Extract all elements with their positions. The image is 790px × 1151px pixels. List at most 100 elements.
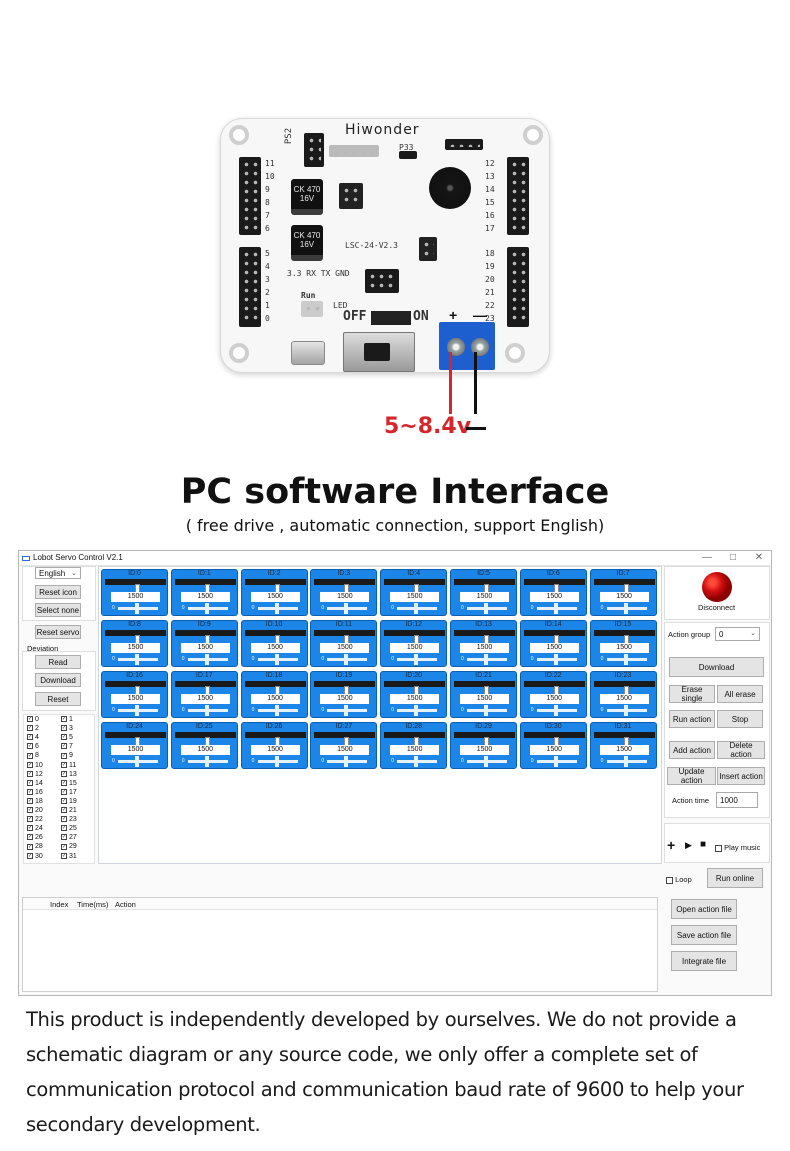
servo-position-slider[interactable]	[384, 732, 446, 751]
servo-value[interactable]: 1500	[529, 592, 579, 602]
servo-checkbox[interactable]: ✓3	[61, 725, 73, 733]
servo-position-slider[interactable]	[523, 579, 585, 598]
servo-value[interactable]: 1500	[529, 694, 579, 704]
servo-checkbox[interactable]: ✓5	[61, 734, 73, 742]
servo-checkbox[interactable]: ✓12	[27, 771, 43, 779]
save-action-file-button[interactable]: Save action file	[671, 925, 737, 945]
servo-value[interactable]: 1500	[250, 592, 300, 602]
servo-checkbox[interactable]: ✓25	[61, 825, 77, 833]
column-time[interactable]: Time(ms)	[77, 900, 109, 909]
servo-position-slider[interactable]	[454, 579, 515, 598]
all-erase-button[interactable]: All erase	[717, 685, 763, 703]
deviation-slider-thumb[interactable]	[204, 654, 209, 665]
deviation-slider-thumb[interactable]	[623, 705, 628, 716]
deviation-slider-thumb[interactable]	[344, 756, 349, 767]
deviation-slider-thumb[interactable]	[135, 654, 139, 665]
servo-position-slider[interactable]	[523, 732, 585, 751]
servo-position-slider[interactable]	[454, 732, 515, 751]
deviation-slider-thumb[interactable]	[623, 654, 628, 665]
deviation-slider-thumb[interactable]	[553, 654, 558, 665]
language-select[interactable]: English ⌄	[35, 567, 81, 579]
servo-value[interactable]: 1500	[460, 592, 509, 602]
servo-value[interactable]: 1500	[599, 643, 649, 653]
servo-value[interactable]: 1500	[390, 745, 440, 755]
servo-value[interactable]: 1500	[250, 745, 300, 755]
servo-value[interactable]: 1500	[529, 643, 579, 653]
servo-checkbox[interactable]: ✓6	[27, 743, 39, 751]
servo-value[interactable]: 1500	[460, 745, 509, 755]
servo-checkbox[interactable]: ✓20	[27, 807, 43, 815]
deviation-slider-thumb[interactable]	[623, 756, 628, 767]
servo-position-slider[interactable]	[593, 579, 655, 598]
servo-checkbox[interactable]: ✓18	[27, 798, 43, 806]
servo-value[interactable]: 1500	[180, 592, 230, 602]
deviation-slider-thumb[interactable]	[623, 603, 628, 614]
servo-position-slider[interactable]	[384, 681, 446, 700]
run-action-button[interactable]: Run action	[669, 710, 715, 728]
stop-button[interactable]: Stop	[717, 710, 763, 728]
reset-icon-button[interactable]: Reset icon	[35, 585, 81, 599]
servo-value[interactable]: 1500	[111, 592, 160, 602]
servo-position-slider[interactable]	[105, 732, 166, 751]
download-deviation-button[interactable]: Download	[35, 673, 81, 687]
deviation-slider-thumb[interactable]	[135, 705, 139, 716]
servo-position-slider[interactable]	[454, 630, 515, 649]
deviation-slider-thumb[interactable]	[204, 756, 209, 767]
select-none-button[interactable]: Select none	[35, 603, 81, 617]
servo-position-slider[interactable]	[244, 732, 306, 751]
action-time-input[interactable]: 1000	[716, 792, 758, 808]
servo-checkbox[interactable]: ✓31	[61, 853, 77, 861]
servo-checkbox[interactable]: ✓16	[27, 789, 43, 797]
loop-checkbox[interactable]: Loop	[666, 875, 692, 884]
deviation-slider-thumb[interactable]	[414, 756, 419, 767]
column-index[interactable]: Index	[50, 900, 69, 909]
servo-checkbox[interactable]: ✓21	[61, 807, 77, 815]
servo-checkbox[interactable]: ✓0	[27, 716, 39, 724]
deviation-slider-thumb[interactable]	[553, 705, 558, 716]
deviation-slider-thumb[interactable]	[553, 603, 558, 614]
servo-value[interactable]: 1500	[320, 643, 370, 653]
deviation-slider-thumb[interactable]	[274, 654, 279, 665]
action-group-select[interactable]: 0 ⌄	[715, 627, 760, 641]
deviation-slider-thumb[interactable]	[414, 654, 419, 665]
deviation-slider-thumb[interactable]	[484, 705, 488, 716]
deviation-slider-thumb[interactable]	[414, 603, 419, 614]
add-music-icon[interactable]: +	[667, 837, 676, 853]
servo-value[interactable]: 1500	[180, 643, 230, 653]
servo-checkbox[interactable]: ✓29	[61, 843, 77, 851]
servo-checkbox[interactable]: ✓8	[27, 752, 39, 760]
servo-checkbox[interactable]: ✓22	[27, 816, 43, 824]
read-button[interactable]: Read	[35, 655, 81, 669]
reset-servo-button[interactable]: Reset servo	[35, 625, 81, 639]
servo-value[interactable]: 1500	[460, 643, 509, 653]
play-music-checkbox[interactable]: Play music	[715, 843, 760, 852]
servo-checkbox[interactable]: ✓2	[27, 725, 39, 733]
servo-position-slider[interactable]	[314, 681, 376, 700]
run-online-button[interactable]: Run online	[707, 868, 763, 888]
servo-checkbox[interactable]: ✓10	[27, 762, 43, 770]
download-button[interactable]: Download	[669, 657, 764, 677]
servo-position-slider[interactable]	[244, 630, 306, 649]
servo-value[interactable]: 1500	[111, 643, 160, 653]
column-action[interactable]: Action	[115, 900, 136, 909]
servo-checkbox[interactable]: ✓19	[61, 798, 77, 806]
servo-position-slider[interactable]	[384, 579, 446, 598]
erase-single-button[interactable]: Erase single	[669, 685, 715, 703]
servo-position-slider[interactable]	[105, 630, 166, 649]
servo-position-slider[interactable]	[523, 630, 585, 649]
deviation-slider-thumb[interactable]	[484, 654, 488, 665]
servo-checkbox[interactable]: ✓11	[61, 762, 76, 770]
servo-checkbox[interactable]: ✓13	[61, 771, 77, 779]
play-icon[interactable]: ▶	[685, 840, 692, 850]
servo-value[interactable]: 1500	[599, 745, 649, 755]
servo-checkbox[interactable]: ✓15	[61, 780, 77, 788]
servo-position-slider[interactable]	[384, 630, 446, 649]
servo-value[interactable]: 1500	[460, 694, 509, 704]
servo-position-slider[interactable]	[314, 579, 376, 598]
servo-checkbox[interactable]: ✓4	[27, 734, 39, 742]
servo-position-slider[interactable]	[593, 630, 655, 649]
servo-checkbox[interactable]: ✓27	[61, 834, 77, 842]
deviation-slider-thumb[interactable]	[484, 756, 488, 767]
servo-checkbox[interactable]: ✓24	[27, 825, 43, 833]
servo-position-slider[interactable]	[314, 630, 376, 649]
